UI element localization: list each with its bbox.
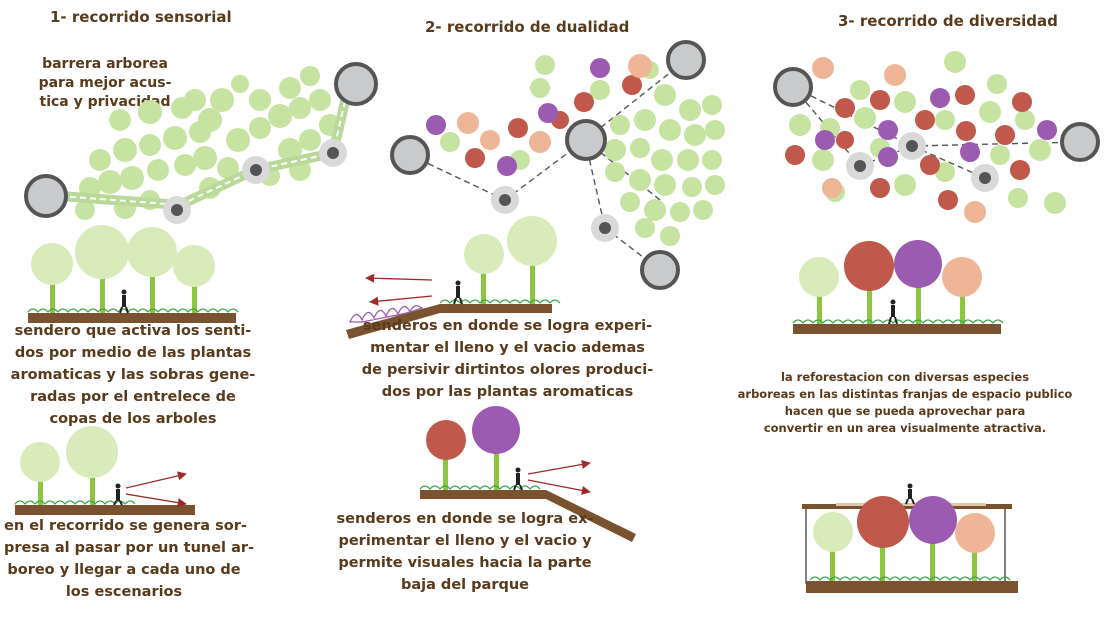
section-3-description-1: la reforestacion con diversas especies a… [705, 369, 1105, 437]
label-line: para mejor acus- [38, 75, 172, 91]
text-line: sendero que activa los senti- [14, 323, 252, 339]
section-3-elevation-a [792, 240, 1004, 334]
text-line: perimentar el lleno y el vacio y [338, 533, 592, 549]
section-3-plan [773, 51, 1100, 223]
text-line: los escenarios [65, 584, 183, 600]
text-line: radas por el entrelece de [30, 389, 236, 405]
text-line: permite visuales hacia la parte [338, 555, 592, 571]
section-1-plan [24, 62, 378, 224]
label-line: barrera arborea [42, 56, 168, 72]
section-2-plan [390, 40, 725, 290]
section-2-description-1: senderos en donde se logra experi- menta… [345, 315, 670, 403]
text-line: copas de los arboles [49, 411, 217, 427]
text-line: convertir en un area visualmente atracti… [763, 421, 1047, 435]
section-3-title: 3- recorrido de diversidad [838, 12, 1058, 30]
text-line: senderos en donde se logra experi- [362, 318, 653, 334]
text-line: senderos en donde se logra ex- [336, 511, 594, 527]
section-1-barrier-label: barrera arborea para mejor acus- tica y … [20, 55, 190, 112]
person-icon [453, 280, 463, 305]
text-line: boreo y llegar a cada uno de [7, 562, 241, 578]
person-icon [905, 483, 915, 505]
text-line: hacen que se pueda aprovechar para [784, 404, 1026, 418]
text-line: dos por medio de las plantas [14, 345, 252, 361]
label-line: tica y privacidad [39, 94, 171, 110]
section-2-title: 2- recorrido de dualidad [425, 18, 630, 36]
person-icon [513, 467, 523, 491]
text-line: mentar el lleno y el vacio ademas [370, 340, 645, 356]
section-1-elevation-a [27, 225, 239, 323]
text-line: aromaticas y las sobras gene- [10, 367, 256, 383]
text-line: la reforestacion con diversas especies [780, 370, 1030, 384]
section-1-description-2: en el recorrido se genera sor- presa al … [4, 515, 255, 603]
section-3-elevation-b [802, 483, 1018, 593]
person-icon [113, 483, 123, 506]
text-line: arboreas en las distintas franjas de esp… [737, 387, 1073, 401]
text-line: en el recorrido se genera sor- [4, 518, 247, 534]
person-icon [888, 299, 898, 325]
section-1-elevation-b [14, 426, 195, 515]
text-line: presa al pasar por un tunel ar- [4, 540, 255, 556]
section-2-elevation-a [346, 216, 561, 339]
text-line: dos por las plantas aromaticas [381, 384, 634, 400]
section-1-description-1: sendero que activa los senti- dos por me… [8, 320, 258, 430]
section-2-elevation-b [419, 406, 636, 542]
text-line: baja del parque [400, 577, 530, 593]
section-2-description-2: senderos en donde se logra ex- perimenta… [335, 508, 595, 596]
person-icon [119, 289, 129, 314]
text-line: de persivir dirtintos olores produci- [361, 362, 654, 378]
section-1-title: 1- recorrido sensorial [50, 8, 232, 26]
